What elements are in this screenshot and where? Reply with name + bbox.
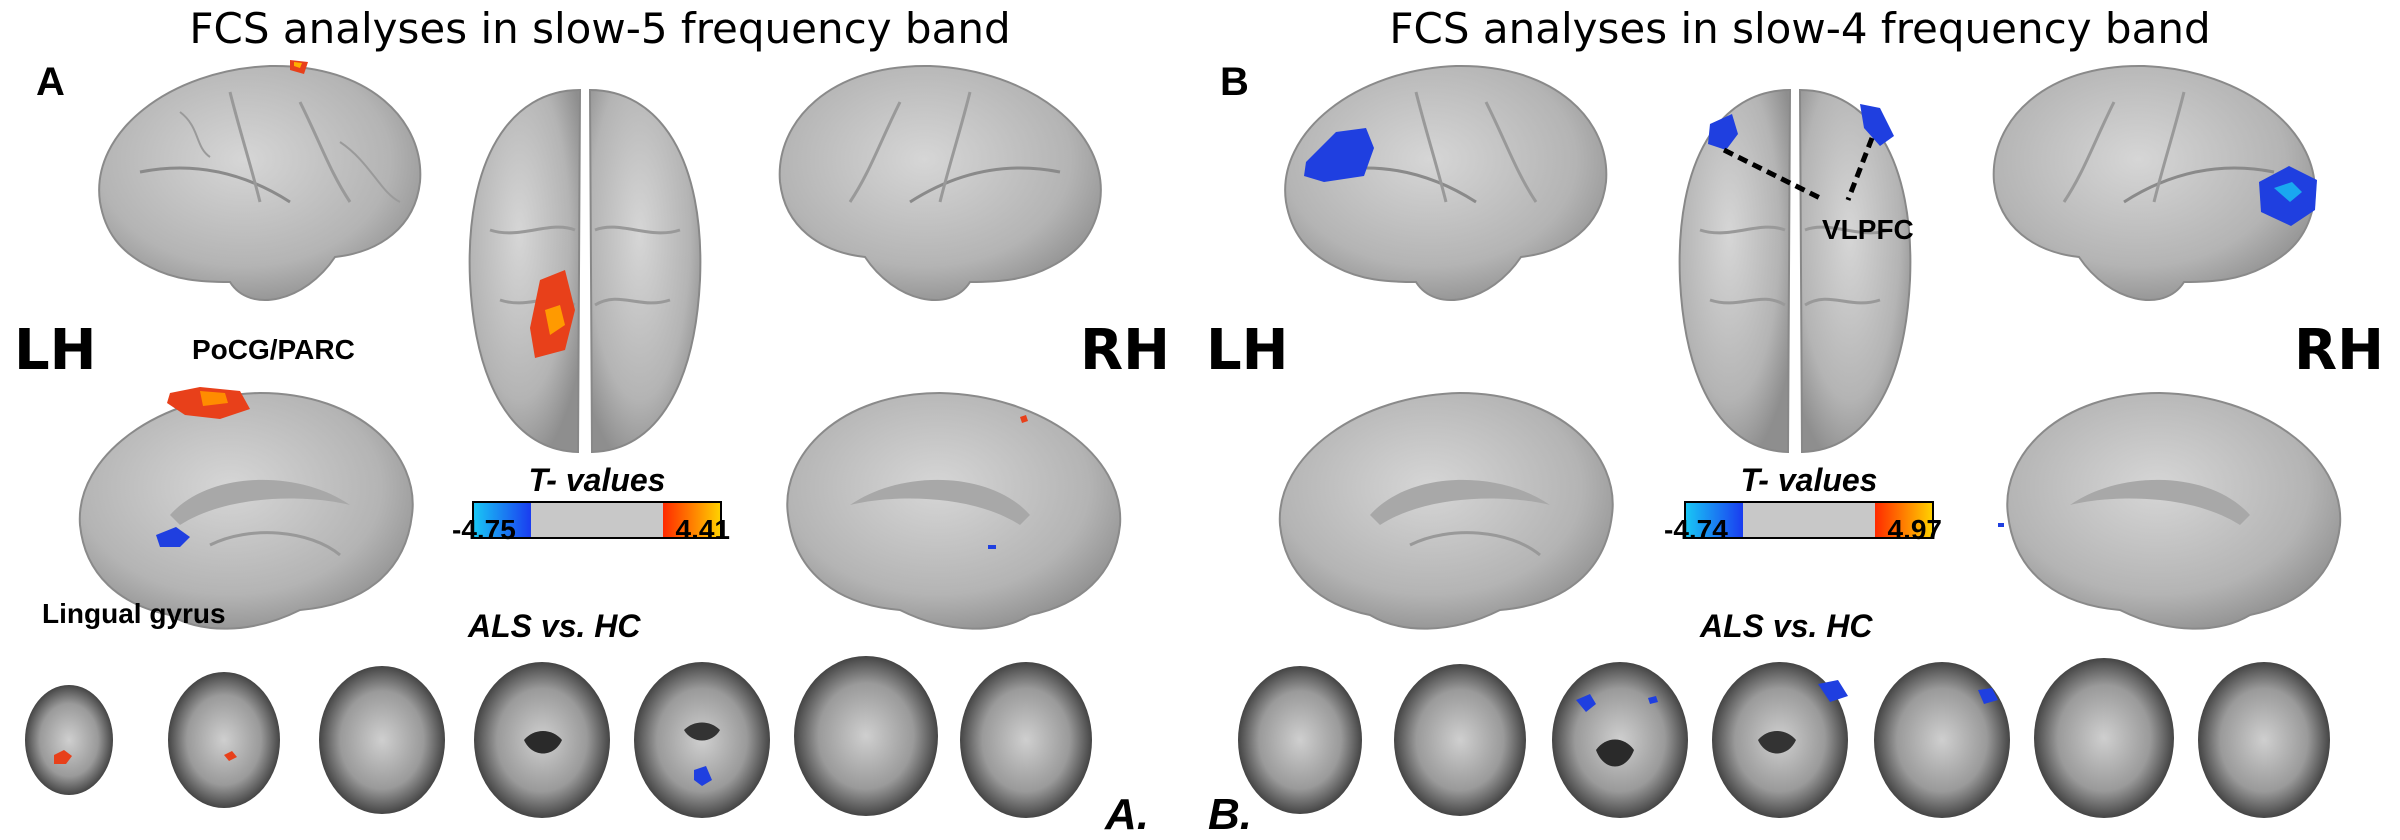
panel-a: FCS analyses in slow-5 frequency band A … <box>0 0 1200 839</box>
region-label: PoCG/PARC <box>192 334 355 365</box>
region-label: Lingual gyrus <box>42 598 226 629</box>
colorbar: T- values -4.75 4.41 <box>452 462 730 545</box>
brain-left-lateral-b <box>1284 64 1608 302</box>
axial-slices-b <box>1238 658 2330 818</box>
brain-dorsal-a <box>468 88 702 454</box>
activation-negative <box>156 527 190 547</box>
region-label: VLPFC <box>1822 214 1914 245</box>
brain-left-medial-a <box>78 387 414 630</box>
panel-b: FCS analyses in slow-4 frequency band B … <box>1200 0 2400 839</box>
colorbar-max: 4.41 <box>675 514 731 545</box>
panel-a-title: FCS analyses in slow-5 frequency band <box>189 4 1011 53</box>
colorbar-title: T- values <box>1740 462 1878 498</box>
left-hemisphere-label: LH <box>14 318 97 383</box>
panel-b-title: FCS analyses in slow-4 frequency band <box>1389 4 2211 53</box>
contrast-label: ALS vs. HC <box>1700 608 1873 644</box>
colorbar-bar <box>1684 501 1934 539</box>
right-hemisphere-label: RH <box>2294 318 2384 383</box>
brain-right-medial-a <box>786 391 1122 630</box>
colorbar-title: T- values <box>528 462 666 498</box>
panel-a-letter: A <box>36 60 65 104</box>
brain-left-medial-b <box>1278 391 1614 630</box>
panel-b-footer: B. <box>1208 790 1252 839</box>
brain-dorsal-b <box>1678 88 1912 454</box>
axial-slices-a <box>25 656 1092 818</box>
panel-a-footer: A. <box>1105 790 1149 839</box>
colorbar: T- values -4.74 4.97 <box>1664 462 1942 545</box>
brain-right-lateral-b <box>1992 64 2317 302</box>
colorbar-bar <box>472 501 722 539</box>
brain-right-lateral-a <box>778 64 1102 302</box>
left-hemisphere-label: LH <box>1206 318 1289 383</box>
colorbar-min: -4.74 <box>1664 514 1728 545</box>
activation-negative <box>1708 114 1738 150</box>
colorbar-max: 4.97 <box>1887 514 1943 545</box>
right-hemisphere-label: RH <box>1080 318 1170 383</box>
brain-left-lateral-a <box>98 60 422 302</box>
contrast-label: ALS vs. HC <box>468 608 641 644</box>
activation-negative <box>1860 104 1894 146</box>
activation-negative <box>1304 128 1374 182</box>
colorbar-min: -4.75 <box>452 514 516 545</box>
panel-b-letter: B <box>1220 60 1249 104</box>
brain-right-medial-b <box>1998 391 2342 630</box>
